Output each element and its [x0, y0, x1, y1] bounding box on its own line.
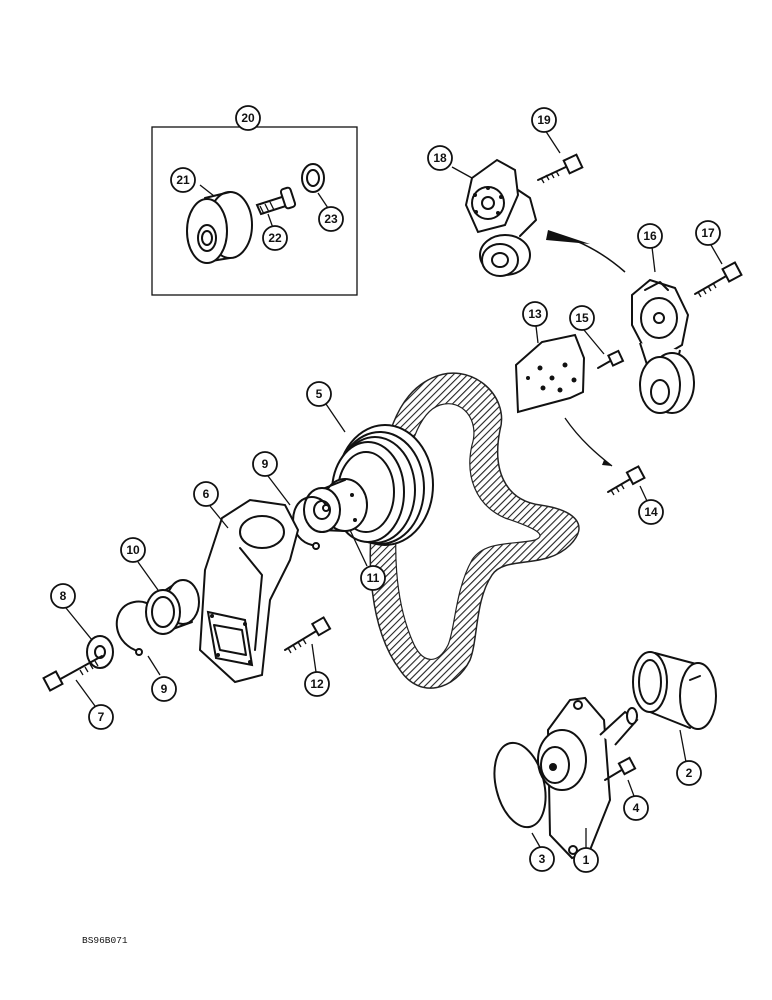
callout-20: 20	[235, 105, 261, 131]
idler-washer	[301, 163, 325, 193]
callout-13: 13	[522, 301, 548, 327]
o-ring-seal	[493, 741, 547, 829]
callout-22: 22	[262, 225, 288, 251]
callout-4: 4	[623, 795, 649, 821]
callout-14: 14	[638, 499, 664, 525]
idler-pulley	[186, 191, 253, 264]
callout-3-label: 3	[539, 852, 546, 866]
callout-10: 10	[120, 537, 146, 563]
pulley-hub	[303, 478, 368, 533]
callout-11: 11	[360, 565, 386, 591]
callout-4-label: 4	[633, 801, 640, 815]
pump-bolt	[604, 756, 637, 781]
belt-tensioner-assembly	[631, 278, 695, 414]
callout-5-label: 5	[316, 387, 323, 401]
callout-2-label: 2	[686, 766, 693, 780]
callout-8-label: 8	[60, 589, 67, 603]
callout-21: 21	[170, 167, 196, 193]
callout-9-lower-label: 9	[161, 682, 168, 696]
callout-2: 2	[676, 760, 702, 786]
callout-19-label: 19	[537, 113, 551, 127]
callout-12: 12	[304, 671, 330, 697]
callout-11-label: 11	[367, 571, 380, 585]
callout-19: 19	[531, 107, 557, 133]
callout-15: 15	[569, 305, 595, 331]
mounting-plate	[514, 333, 586, 414]
callout-22-label: 22	[268, 231, 282, 245]
pulley-bolt	[42, 655, 103, 692]
wear-sleeve	[632, 651, 717, 730]
callout-16: 16	[637, 223, 663, 249]
tensioner-bolt	[694, 261, 743, 298]
water-pump	[537, 696, 639, 860]
callout-5: 5	[306, 381, 332, 407]
plate-bolt-small	[597, 349, 625, 369]
callout-7-label: 7	[98, 710, 105, 724]
snap-ring-upper	[292, 496, 330, 550]
callout-17-label: 17	[701, 226, 715, 240]
tensioner-bolt-upper	[537, 153, 584, 184]
callout-12-label: 12	[310, 677, 324, 691]
callout-23: 23	[318, 206, 344, 232]
belt-tensioner-upper	[464, 158, 537, 277]
callout-20-label: 20	[241, 111, 255, 125]
callout-10-label: 10	[126, 543, 140, 557]
callout-7: 7	[88, 704, 114, 730]
callout-16-label: 16	[643, 229, 657, 243]
pulley-bearing	[145, 579, 200, 635]
callout-8: 8	[50, 583, 76, 609]
callout-23-label: 23	[324, 212, 338, 226]
callout-6: 6	[193, 481, 219, 507]
callout-6-label: 6	[203, 487, 210, 501]
callout-21-label: 21	[176, 173, 190, 187]
drawing-reference-id: BS96B071	[82, 935, 128, 946]
callout-15-label: 15	[575, 311, 589, 325]
callout-17: 17	[695, 220, 721, 246]
idler-arm-bracket	[198, 498, 300, 684]
callout-9-upper: 9	[252, 451, 278, 477]
callout-14-label: 14	[644, 505, 658, 519]
callout-13-label: 13	[528, 307, 542, 321]
callout-18: 18	[427, 145, 453, 171]
callout-9-lower: 9	[151, 676, 177, 702]
idler-arm-bolt	[284, 616, 332, 654]
callout-18-label: 18	[433, 151, 447, 165]
callout-3: 3	[529, 846, 555, 872]
idler-bolt	[255, 186, 297, 216]
idler-pulley-kit-box	[151, 122, 358, 296]
callout-1: 1	[573, 847, 599, 873]
callout-1-label: 1	[583, 853, 590, 867]
callout-9-upper-label: 9	[262, 457, 269, 471]
plate-bolt	[607, 465, 646, 496]
